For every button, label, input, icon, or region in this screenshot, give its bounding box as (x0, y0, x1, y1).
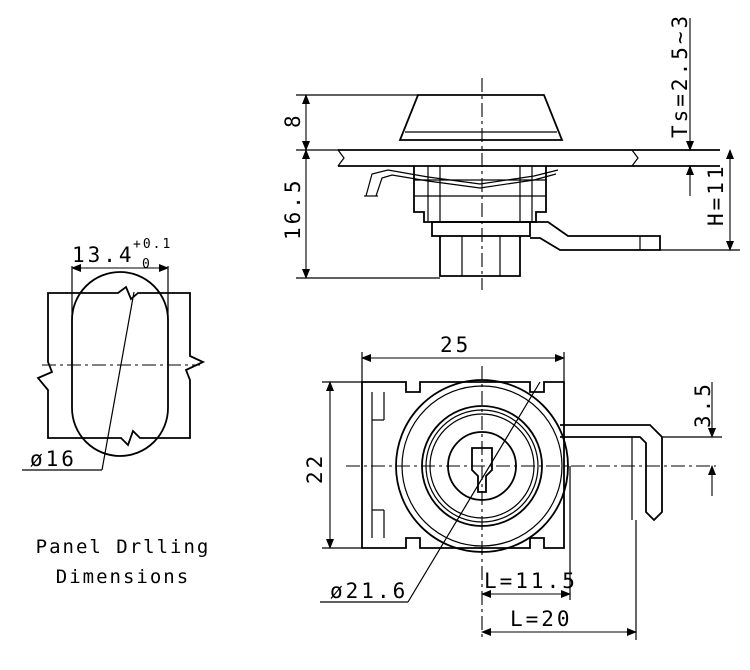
front-l-long: L=20 (510, 607, 573, 631)
cutout-tolerance-upper: +0.1 (133, 237, 172, 252)
cutout-diameter-label: ø16 (30, 447, 77, 471)
side-panel-thickness: Ts=2.5~3 (668, 13, 692, 138)
front-cam-offset-value: 3.5 (691, 381, 715, 428)
front-diameter-value: 21.6 (346, 579, 409, 603)
side-cam-height: H=11 (704, 163, 728, 226)
front-l-short: L=11.5 (484, 569, 578, 593)
side-view (296, 18, 740, 290)
front-width-value: 25 (440, 333, 471, 357)
front-diameter-label: ø21.6 (330, 579, 408, 603)
front-view (320, 352, 722, 640)
cutout-tolerance-lower: 0 (142, 257, 152, 272)
cutout-diameter-value: 16 (46, 447, 77, 471)
panel-cutout-view (22, 264, 206, 471)
side-cap-height: 8 (281, 112, 305, 128)
cutout-width-value: 13.4 (72, 243, 135, 267)
diameter-symbol: ø (330, 579, 346, 603)
caption-line-1: Panel Drlling (35, 536, 211, 558)
diameter-symbol: ø (30, 447, 46, 471)
front-height-value: 22 (303, 453, 327, 484)
side-body-height: 16.5 (281, 177, 305, 240)
caption-line-2: Dimensions (55, 566, 191, 588)
